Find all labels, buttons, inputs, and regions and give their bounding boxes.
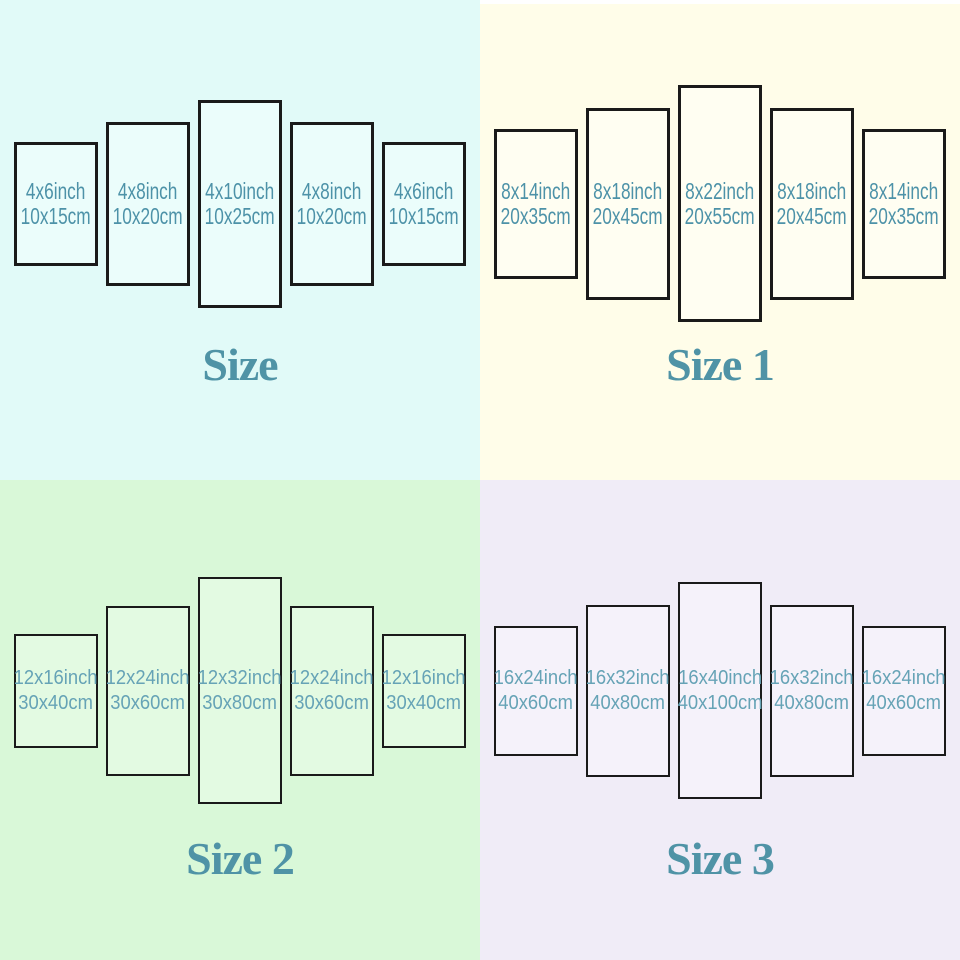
panel-size-cm: 40x80cm <box>774 691 850 714</box>
panel-size-label: 4x6inch 10x15cm <box>389 179 459 229</box>
panel-size-inch: 12x24inch <box>106 667 190 690</box>
panel-size-label: 12x16inch 30x40cm <box>14 666 98 715</box>
panel-size-inch: 8x18inch <box>777 177 847 204</box>
quadrant-title: Size 1 <box>666 339 775 390</box>
panel-size-inch: 16x24inch <box>494 667 578 690</box>
panel-size-label: 12x24inch 30x60cm <box>106 666 190 715</box>
size-panel: 12x16inch 30x40cm <box>382 633 466 748</box>
panel-size-inch: 4x6inch <box>394 178 454 205</box>
size-panel: 16x32inch 40x80cm <box>770 604 854 777</box>
panel-size-cm: 20x45cm <box>593 202 664 229</box>
quadrant-title: Size 3 <box>666 833 775 884</box>
panel-size-cm: 40x80cm <box>590 691 666 714</box>
size-panel: 8x18inch 20x45cm <box>770 107 854 300</box>
panel-size-label: 12x24inch 30x60cm <box>290 666 374 715</box>
size-panel: 16x32inch 40x80cm <box>586 604 670 777</box>
panel-size-label: 4x8inch 10x20cm <box>113 179 183 229</box>
panel-size-inch: 12x24inch <box>290 667 374 690</box>
panel-row: 16x24inch 40x60cm 16x32inch 40x80cm 16x4… <box>480 582 960 799</box>
panel-size-inch: 4x8inch <box>302 178 362 205</box>
panel-size-label: 4x10inch 10x25cm <box>205 179 275 229</box>
size-panel: 8x14inch 20x35cm <box>494 128 578 279</box>
panel-size-cm: 30x80cm <box>202 691 278 714</box>
panel-size-inch: 12x32inch <box>198 667 282 690</box>
panel-row: 4x6inch 10x15cm 4x8inch 10x20cm 4x10inch… <box>0 100 480 308</box>
size-panel: 4x6inch 10x15cm <box>382 142 466 266</box>
size-panel: 12x24inch 30x60cm <box>290 605 374 776</box>
quadrant-title: Size 2 <box>186 833 295 884</box>
panel-size-label: 8x22inch 20x55cm <box>685 177 756 229</box>
panel-size-inch: 4x8inch <box>118 178 178 205</box>
panel-size-label: 8x14inch 20x35cm <box>501 177 572 229</box>
size-panel: 8x22inch 20x55cm <box>678 85 762 322</box>
panel-size-inch: 12x16inch <box>382 667 466 690</box>
size-panel: 12x32inch 30x80cm <box>198 577 282 804</box>
size-panel: 4x8inch 10x20cm <box>106 122 190 286</box>
size-panel: 4x10inch 10x25cm <box>198 100 282 308</box>
panel-size-cm: 20x55cm <box>685 202 756 229</box>
panel-row: 12x16inch 30x40cm 12x24inch 30x60cm 12x3… <box>0 577 480 804</box>
panel-size-inch: 8x22inch <box>685 177 755 204</box>
size-panel: 8x14inch 20x35cm <box>862 128 946 279</box>
size-panel: 12x16inch 30x40cm <box>14 633 98 748</box>
panel-size-label: 16x40inch 40x100cm <box>678 666 763 715</box>
panel-size-inch: 16x24inch <box>862 667 946 690</box>
panel-size-cm: 10x15cm <box>389 203 460 229</box>
size-panel: 16x24inch 40x60cm <box>494 625 578 756</box>
panel-size-label: 16x24inch 40x60cm <box>862 666 946 715</box>
panel-size-cm: 20x35cm <box>869 202 940 229</box>
panel-size-cm: 10x25cm <box>205 203 276 229</box>
panel-size-label: 8x18inch 20x45cm <box>777 177 848 229</box>
panel-size-cm: 40x60cm <box>498 691 574 714</box>
panel-size-label: 4x8inch 10x20cm <box>297 179 367 229</box>
panel-size-label: 8x18inch 20x45cm <box>593 177 664 229</box>
panel-size-inch: 8x14inch <box>501 177 571 204</box>
panel-size-cm: 40x60cm <box>866 691 942 714</box>
panel-size-cm: 30x60cm <box>110 691 186 714</box>
panel-row: 8x14inch 20x35cm 8x18inch 20x45cm 8x22in… <box>480 85 960 322</box>
size-chart-quadrant-size-1: 8x14inch 20x35cm 8x18inch 20x45cm 8x22in… <box>480 0 960 480</box>
panel-size-inch: 16x32inch <box>586 667 670 690</box>
panel-size-cm: 20x45cm <box>777 202 848 229</box>
size-chart-quadrant-size-2: 12x16inch 30x40cm 12x24inch 30x60cm 12x3… <box>0 480 480 960</box>
size-chart-quadrant-size-3: 16x24inch 40x60cm 16x32inch 40x80cm 16x4… <box>480 480 960 960</box>
panel-size-inch: 16x40inch <box>678 667 762 690</box>
panel-size-cm: 10x15cm <box>21 203 92 229</box>
quadrant-title: Size <box>202 339 278 390</box>
panel-size-cm: 40x100cm <box>677 691 763 714</box>
panel-size-cm: 10x20cm <box>113 203 184 229</box>
panel-size-cm: 10x20cm <box>297 203 368 229</box>
panel-size-label: 4x6inch 10x15cm <box>21 179 91 229</box>
size-panel: 4x8inch 10x20cm <box>290 122 374 286</box>
size-chart-quadrant-size: 4x6inch 10x15cm 4x8inch 10x20cm 4x10inch… <box>0 0 480 480</box>
panel-size-label: 16x32inch 40x80cm <box>770 666 854 715</box>
panel-size-inch: 16x32inch <box>770 667 854 690</box>
panel-size-cm: 30x40cm <box>18 691 94 714</box>
size-panel: 12x24inch 30x60cm <box>106 605 190 776</box>
panel-size-label: 16x24inch 40x60cm <box>494 666 578 715</box>
panel-size-label: 12x16inch 30x40cm <box>382 666 466 715</box>
white-edge-strip <box>480 0 960 4</box>
panel-size-cm: 30x40cm <box>386 691 462 714</box>
size-panel: 16x40inch 40x100cm <box>678 582 762 799</box>
panel-size-inch: 4x10inch <box>205 178 275 205</box>
panel-size-cm: 30x60cm <box>294 691 370 714</box>
panel-size-cm: 20x35cm <box>501 202 572 229</box>
size-panel: 8x18inch 20x45cm <box>586 107 670 300</box>
panel-size-inch: 4x6inch <box>26 178 86 205</box>
panel-size-inch: 8x14inch <box>869 177 939 204</box>
panel-size-label: 12x32inch 30x80cm <box>198 666 282 715</box>
panel-size-label: 16x32inch 40x80cm <box>586 666 670 715</box>
panel-size-inch: 12x16inch <box>14 667 98 690</box>
panel-size-inch: 8x18inch <box>593 177 663 204</box>
panel-size-label: 8x14inch 20x35cm <box>869 177 940 229</box>
size-panel: 4x6inch 10x15cm <box>14 142 98 266</box>
size-panel: 16x24inch 40x60cm <box>862 625 946 756</box>
